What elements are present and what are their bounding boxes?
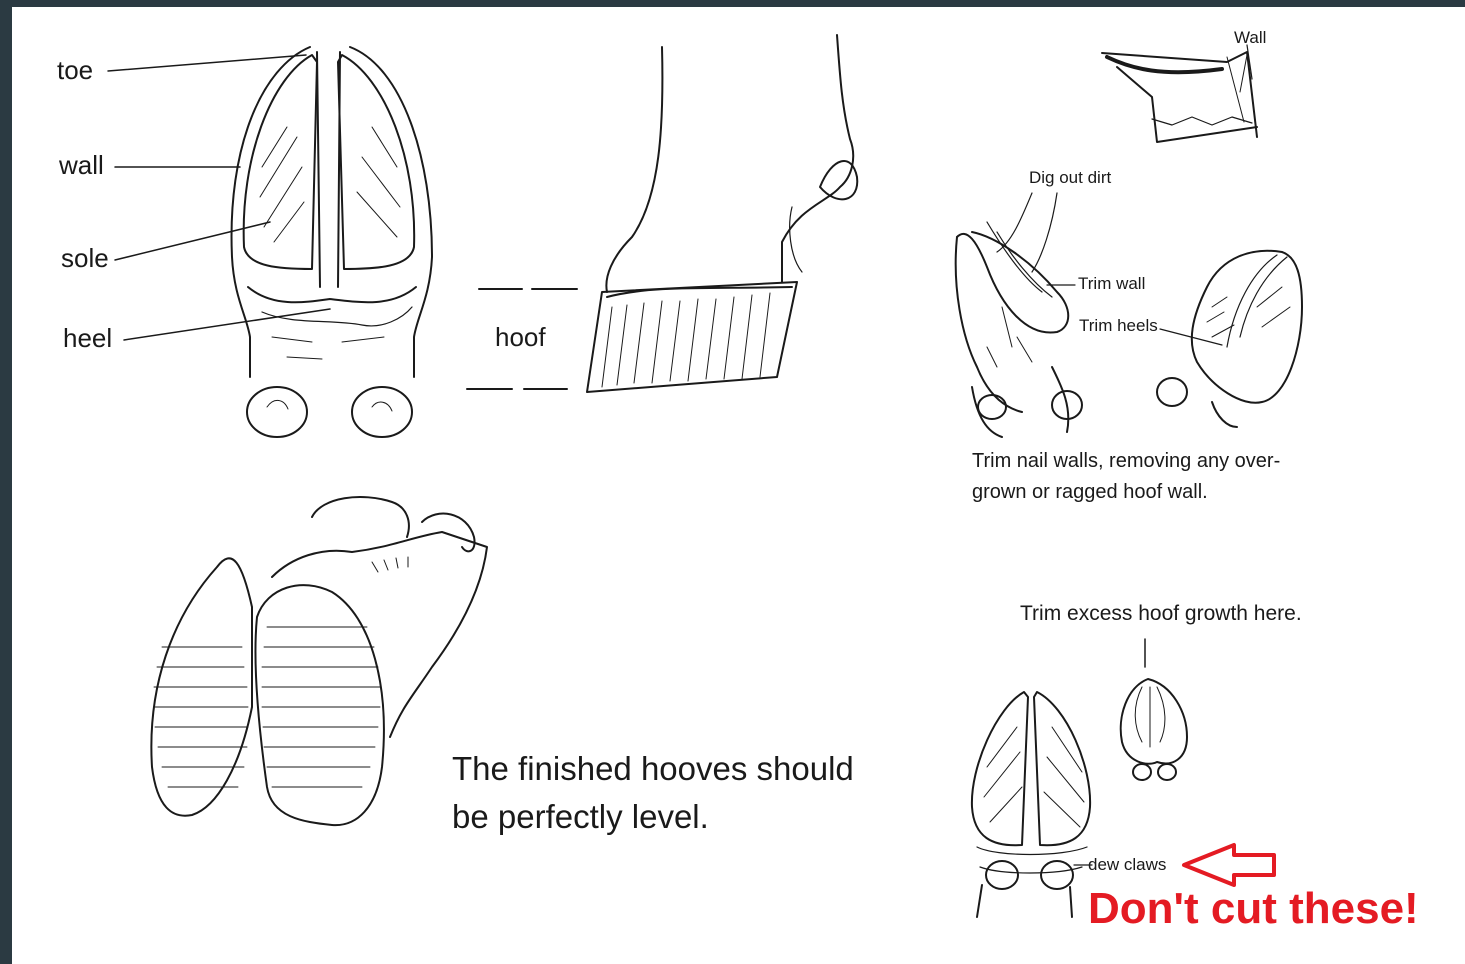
label-wall-detail: Wall bbox=[1234, 28, 1266, 48]
finished-caption-line2: be perfectly level. bbox=[452, 793, 709, 841]
label-sole: sole bbox=[61, 243, 109, 274]
label-dew-claws: dew claws bbox=[1088, 855, 1166, 875]
label-heel: heel bbox=[63, 323, 112, 354]
finished-hooves bbox=[151, 497, 487, 825]
label-trim-heels: Trim heels bbox=[1079, 316, 1158, 336]
hoof-illustrations bbox=[12, 7, 1465, 964]
label-dig-out-dirt: Dig out dirt bbox=[1029, 168, 1111, 188]
label-trim-wall: Trim wall bbox=[1078, 274, 1145, 294]
warning-arrow-icon bbox=[1184, 845, 1274, 885]
finished-caption-line1: The finished hooves should bbox=[452, 745, 854, 793]
label-hoof: hoof bbox=[495, 322, 546, 353]
excess-growth-feet bbox=[972, 639, 1187, 917]
label-toe: toe bbox=[57, 55, 93, 86]
trim-caption-line1: Trim nail walls, removing any over- bbox=[972, 450, 1280, 473]
diagram-sheet: toe wall sole heel hoof Wall Dig out dir… bbox=[12, 7, 1465, 964]
wall-cut-detail bbox=[1102, 52, 1257, 142]
warning-text: Don't cut these! bbox=[1088, 884, 1419, 934]
label-wall: wall bbox=[59, 150, 104, 181]
trim-steps-feet bbox=[956, 45, 1302, 437]
excess-growth-title: Trim excess hoof growth here. bbox=[1020, 602, 1302, 626]
trim-caption-line2: grown or ragged hoof wall. bbox=[972, 481, 1208, 504]
hoof-bottom-view bbox=[108, 47, 432, 437]
